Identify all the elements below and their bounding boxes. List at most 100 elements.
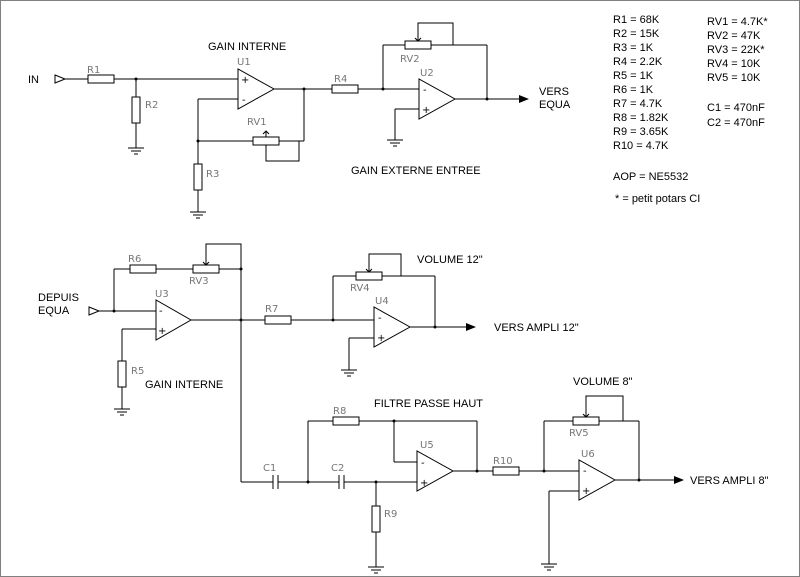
- component-refs: R1 R2 R3 R4 R5 R6 R7 R8 R9 R10 RV1 RV2 R…: [87, 54, 595, 520]
- ground-symbol: [541, 563, 557, 571]
- value-note: * = petit potars CI: [615, 193, 700, 205]
- svg-text:+: +: [582, 486, 590, 497]
- resistor-r1: [87, 74, 115, 84]
- resistor-r7: [264, 315, 292, 325]
- ref-u5: U5: [420, 440, 434, 451]
- value-cap: C2 = 470nF: [707, 117, 765, 129]
- annotations: IN VERS EQUA GAIN INTERNE GAIN EXTERNE E…: [28, 41, 769, 487]
- svg-text:+: +: [241, 75, 249, 86]
- opamp-u2: [418, 78, 457, 120]
- ref-r1: R1: [87, 65, 100, 76]
- svg-text:+: +: [377, 333, 385, 344]
- ref-rv4: RV4: [350, 283, 370, 294]
- ref-rv3: RV3: [189, 276, 209, 287]
- ground-symbol: [387, 139, 403, 147]
- ground-symbol: [114, 408, 130, 416]
- ref-r2: R2: [145, 100, 158, 111]
- output-arrow: [674, 476, 684, 484]
- output-arrow: [466, 323, 476, 331]
- value-left: R4 = 2.2K: [613, 56, 663, 68]
- ref-c2: C2: [331, 463, 344, 474]
- svg-text:-: -: [378, 313, 382, 324]
- resistor-r2: [131, 96, 141, 124]
- section-high-pass: - + - +: [241, 395, 684, 574]
- svg-text:+: +: [420, 478, 428, 489]
- opamp-u3: [155, 299, 193, 341]
- value-left: R5 = 1K: [613, 70, 654, 82]
- label-depuis-line1: DEPUIS: [38, 292, 79, 304]
- ref-c1: C1: [263, 463, 276, 474]
- svg-text:+: +: [158, 326, 166, 337]
- value-left: R3 = 1K: [613, 42, 654, 54]
- ground-symbol: [190, 211, 206, 219]
- ref-u6: U6: [581, 449, 595, 460]
- svg-text:-: -: [423, 85, 427, 96]
- ref-u3: U3: [155, 289, 169, 300]
- ref-rv1: RV1: [247, 117, 267, 128]
- ref-r4: R4: [334, 74, 347, 85]
- label-depuis-line2: EQUA: [38, 305, 70, 317]
- svg-text:-: -: [242, 95, 246, 106]
- svg-text:-: -: [421, 458, 425, 469]
- value-right: RV4 = 10K: [707, 58, 761, 70]
- section-input-gain: + - - +: [54, 22, 529, 219]
- ref-r10: R10: [493, 456, 513, 467]
- ref-r7: R7: [265, 304, 278, 315]
- label-gain-interne-top: GAIN INTERNE: [208, 41, 286, 53]
- ref-r9: R9: [384, 509, 397, 520]
- value-left: R7 = 4.7K: [613, 98, 663, 110]
- opamp-u6: [578, 459, 617, 501]
- label-vers-equa-line2: EQUA: [539, 99, 571, 111]
- ref-rv2: RV2: [400, 54, 420, 65]
- resistor-r6: [129, 264, 157, 274]
- section-volume-12: - + - +: [88, 243, 476, 482]
- label-vers-equa-line1: VERS: [539, 86, 569, 98]
- value-right: RV1 = 4.7K*: [707, 16, 768, 28]
- ref-rv5: RV5: [569, 428, 589, 439]
- opamp-u5: [416, 450, 455, 492]
- ref-u1: U1: [237, 57, 251, 68]
- ground-symbol: [368, 566, 384, 574]
- in-terminal: [54, 74, 67, 84]
- value-left: R9 = 3.65K: [613, 126, 669, 138]
- value-left: R10 = 4.7K: [613, 140, 669, 152]
- label-vers-ampli-12: VERS AMPLI 12": [494, 322, 579, 334]
- value-left: R6 = 1K: [613, 84, 654, 96]
- ground-symbol: [128, 147, 144, 155]
- resistor-r4: [331, 84, 359, 94]
- ground-symbol: [341, 369, 357, 377]
- resistor-r9: [371, 505, 381, 533]
- opamp-u4: [373, 306, 412, 348]
- resistor-r3: [193, 163, 203, 191]
- value-left: R8 = 1.82K: [613, 112, 669, 124]
- potentiometer-rv1: [252, 136, 280, 146]
- value-left: R1 = 68K: [613, 14, 660, 26]
- resistor-r10: [492, 466, 520, 476]
- value-right: RV5 = 10K: [707, 72, 761, 84]
- label-gain-externe: GAIN EXTERNE ENTREE: [351, 165, 481, 177]
- svg-text:-: -: [583, 466, 587, 477]
- label-in: IN: [28, 74, 39, 86]
- depuis-terminal: [88, 306, 101, 316]
- opamp-u1: [237, 68, 276, 110]
- resistor-r5: [117, 360, 127, 388]
- label-gain-interne-mid: GAIN INTERNE: [145, 379, 223, 391]
- ref-u2: U2: [420, 68, 434, 79]
- label-volume-12: VOLUME 12": [417, 254, 483, 266]
- resistor-r8: [332, 416, 360, 426]
- svg-text:-: -: [159, 306, 163, 317]
- label-volume-8: VOLUME 8": [573, 376, 633, 388]
- potentiometer-rv2: [404, 40, 432, 50]
- potentiometer-rv4: [355, 271, 383, 281]
- potentiometer-rv5: [572, 416, 600, 426]
- label-vers-ampli-8: VERS AMPLI 8": [690, 475, 769, 487]
- ref-u4: U4: [375, 296, 389, 307]
- ref-r8: R8: [333, 406, 346, 417]
- ref-r5: R5: [131, 366, 144, 377]
- value-right: RV2 = 47K: [707, 30, 761, 42]
- component-values: R1 = 68K R2 = 15K R3 = 1K R4 = 2.2K R5 =…: [613, 14, 768, 205]
- value-right: RV3 = 22K*: [707, 44, 765, 56]
- svg-text:+: +: [422, 105, 430, 116]
- ref-r3: R3: [206, 169, 219, 180]
